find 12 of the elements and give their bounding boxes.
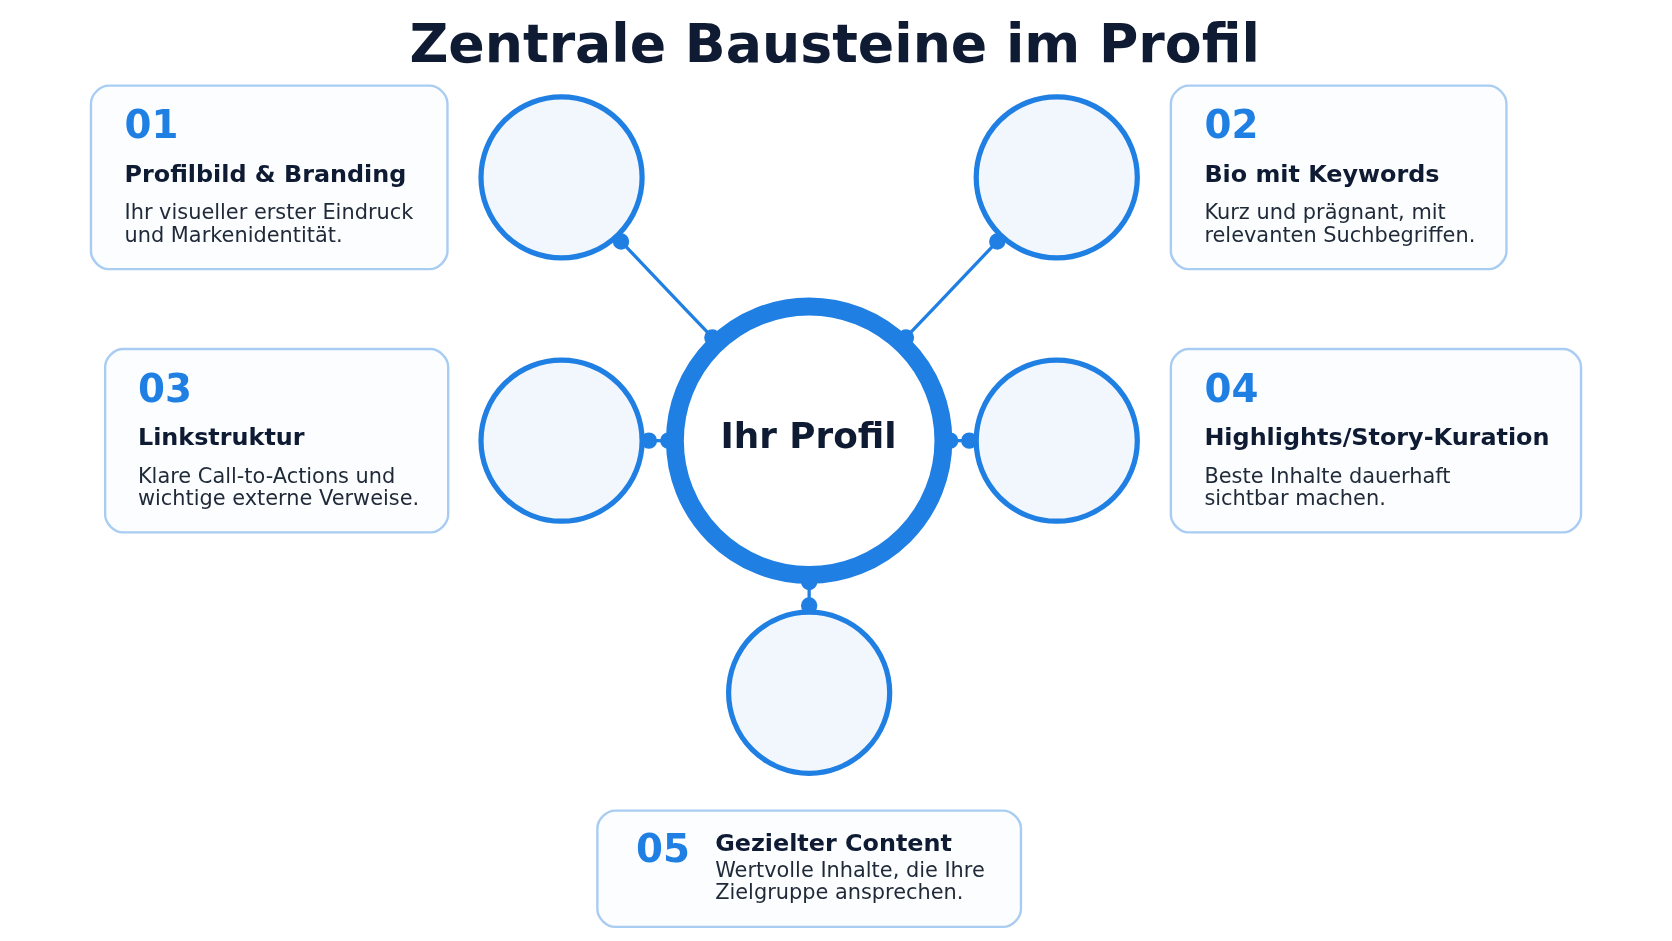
diagram-title: Zentrale Bausteine im Profil [409,11,1260,75]
node-box: 03 Linkstruktur Klare Call-to-Actions und wichtige externe Verweise. [103,347,450,534]
node-box: 01 Profilbild & Branding Ihr visueller erster Eindruck und Markenidentität. [89,84,449,271]
node-circle [973,94,1140,261]
node-circle [478,94,645,261]
node-box: 04 Highlights/Story-Kuration Beste Inhalte dauerhaft sichtbar machen. [1169,347,1583,534]
node-box: 05 Gezielter Content Wertvolle Inhalte, die Ihre Zielgruppe ansprechen. [596,809,1023,929]
node-circle [973,357,1140,524]
node-circle: Ihr Profil [665,297,953,584]
node-box: 02 Bio mit Keywords Kurz und prägnant, mit relevanten Suchbegriffen. [1169,84,1508,271]
node-circle [726,609,893,776]
node-circle [478,357,645,524]
